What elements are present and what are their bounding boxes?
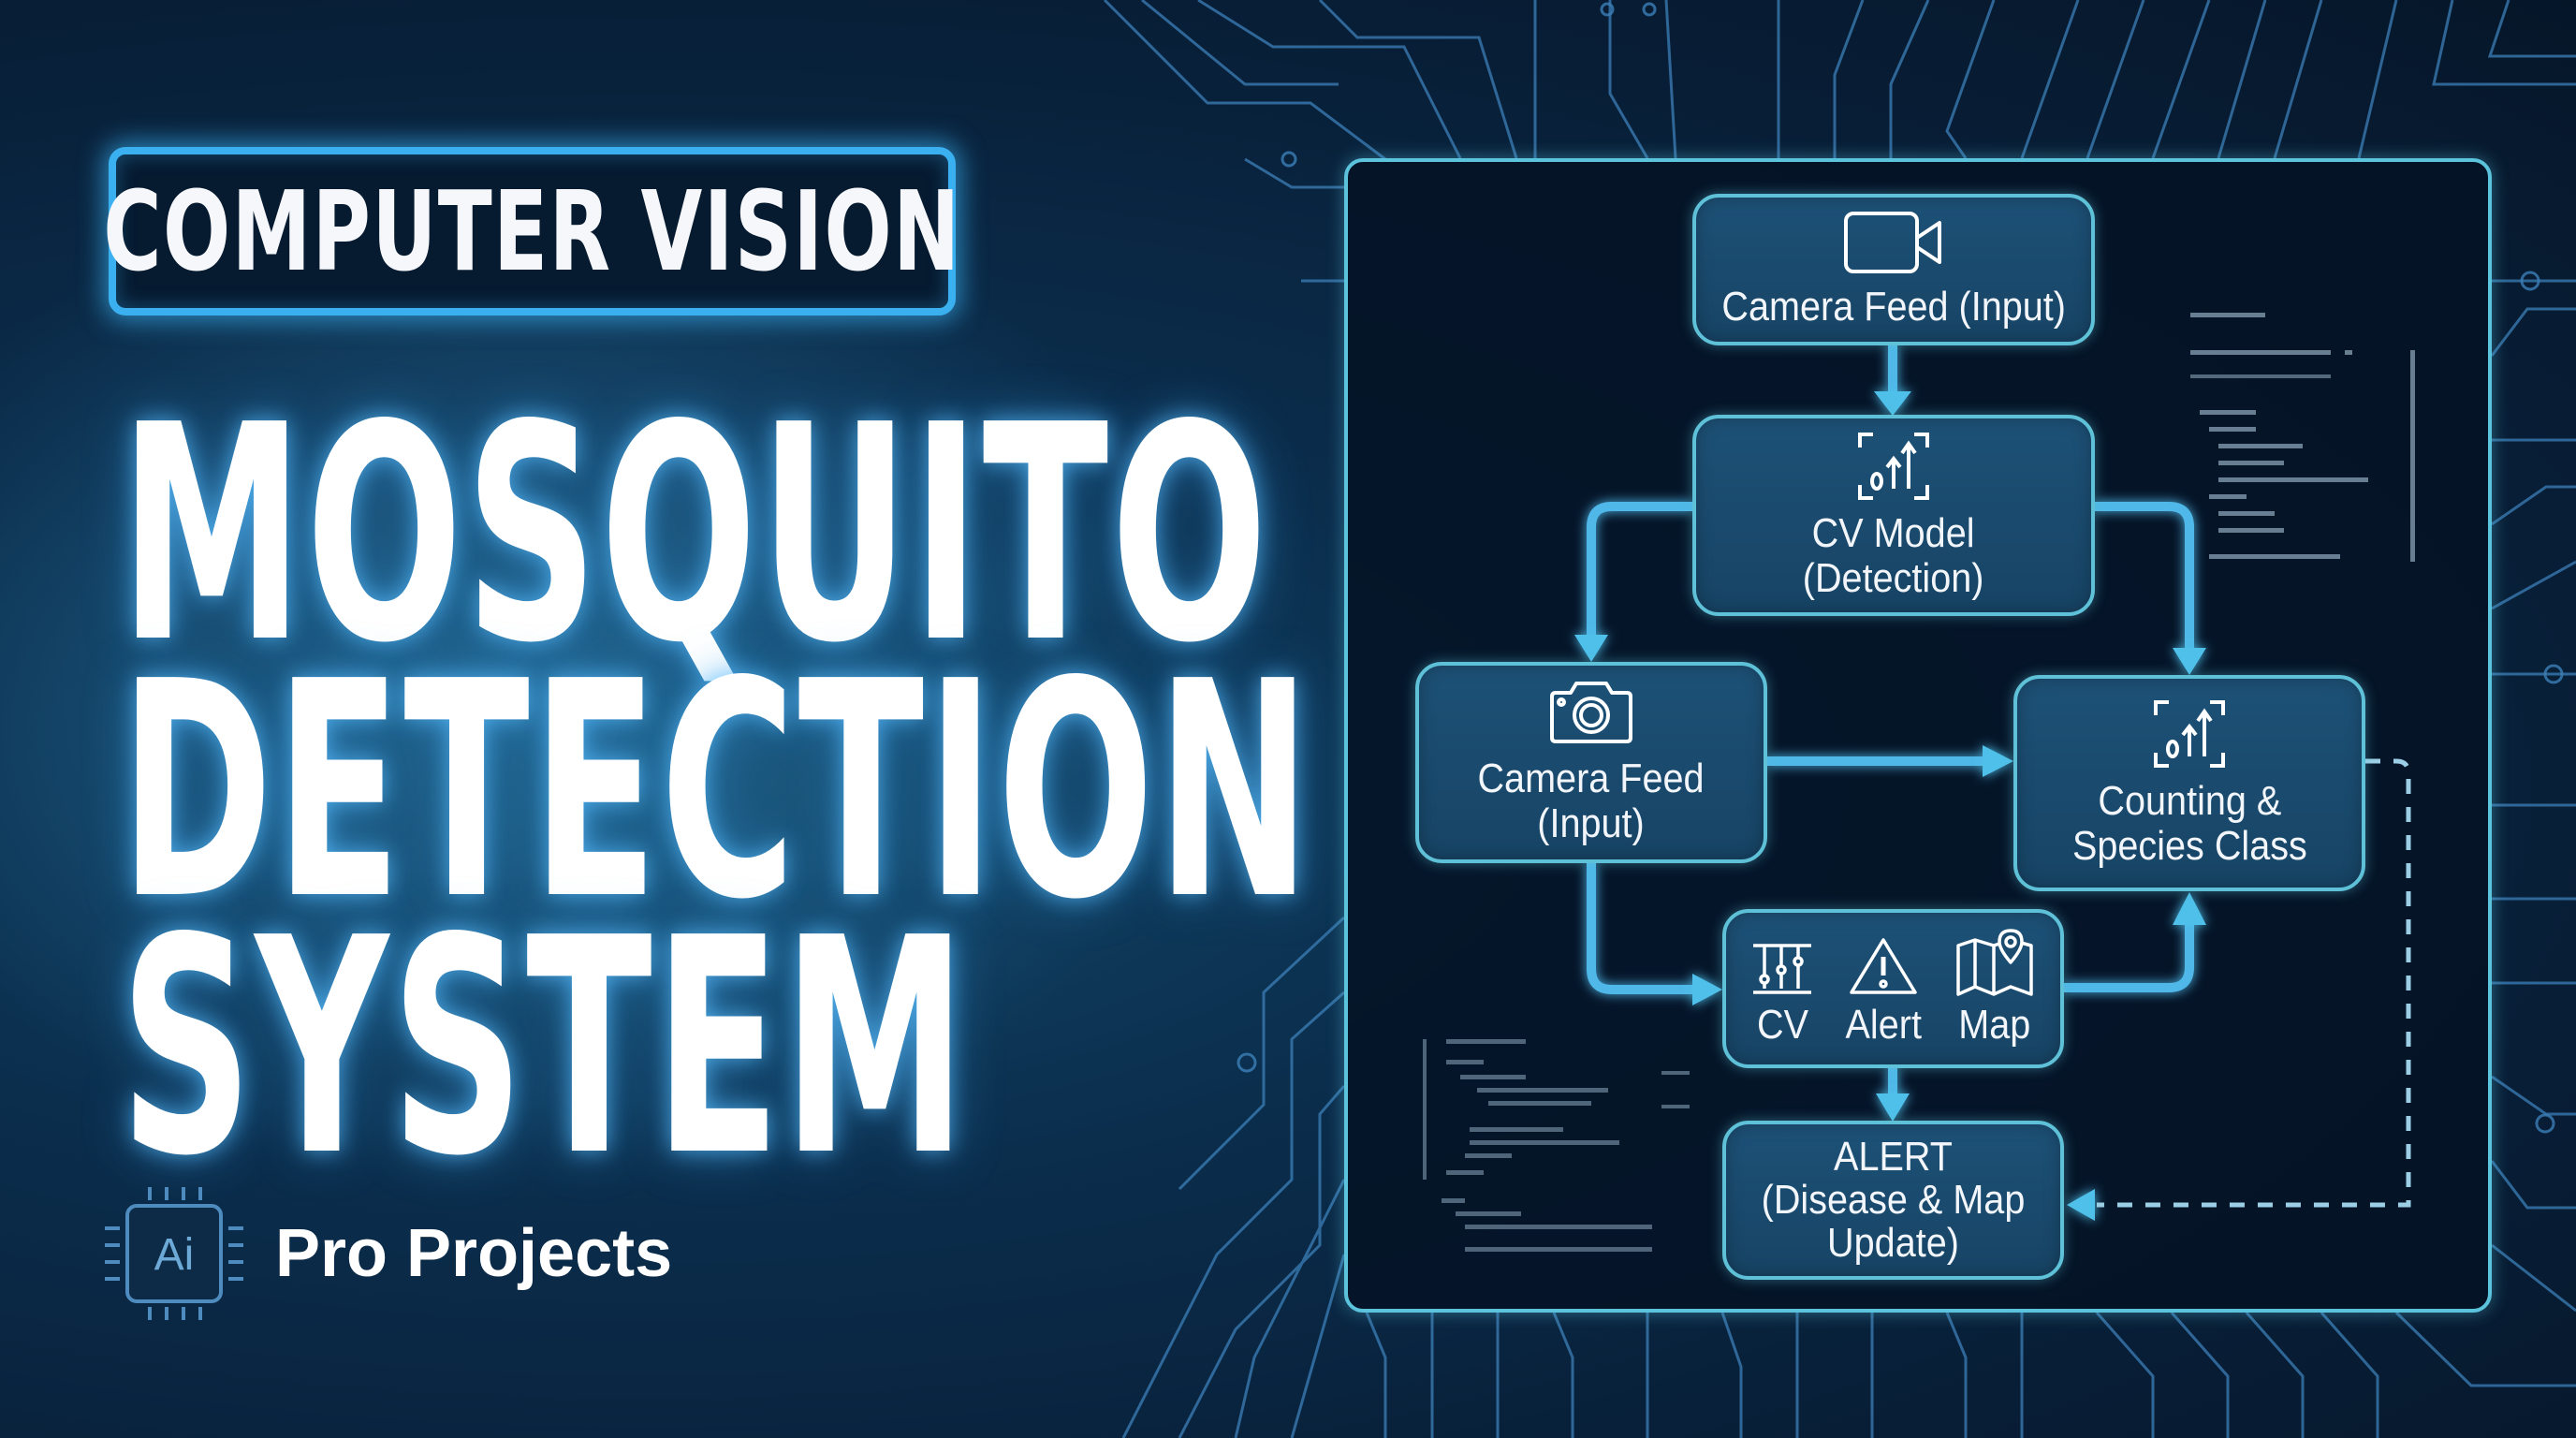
ai-chip-icon: Ai (101, 1183, 247, 1324)
sliders-icon (1753, 944, 1812, 994)
node-counting-species[interactable]: Counting & Species Class (2013, 675, 2365, 891)
arrowhead-icon (1983, 745, 2013, 777)
node-label: CV Model (Detection) (1803, 509, 1984, 601)
code-snippet-decoration-bottom (1423, 1039, 1690, 1252)
tool-map[interactable]: Map (1954, 929, 2035, 1049)
arrowhead-icon (1692, 974, 1722, 1005)
node-label: Camera Feed (Input) (1721, 284, 2066, 330)
node-cv-model[interactable]: CV Model (Detection) (1692, 415, 2095, 616)
node-camera-feed-left[interactable]: Camera Feed (Input) (1415, 662, 1767, 863)
arrowhead-icon (2067, 1189, 2095, 1221)
tool-label: Alert (1845, 1002, 1923, 1048)
arrowhead-icon (2173, 648, 2206, 675)
edge-camera-left-to-tools (1587, 863, 1694, 994)
code-snippet-decoration-top (2190, 313, 2415, 562)
node-tools[interactable]: CV Alert Map (1722, 909, 2064, 1068)
computer-vision-badge: COMPUTER VISION (103, 147, 959, 315)
edge-cv-to-camera-left (1587, 502, 1692, 637)
video-camera-icon (1844, 212, 1941, 273)
edge-counting-to-alert-dashed (2097, 758, 2411, 1208)
title-line-1: MOSQUITO (120, 361, 1270, 708)
photo-camera-icon (1550, 681, 1632, 743)
node-label: Counting & Species Class (2071, 777, 2307, 869)
title-line-2: DETECTION (120, 618, 1313, 964)
warning-triangle-icon (1850, 938, 1918, 994)
node-camera-feed-top[interactable]: Camera Feed (Input) (1692, 194, 2095, 345)
arrowhead-icon (2173, 892, 2206, 925)
tool-label: CV (1756, 1002, 1808, 1048)
detection-chart-icon (1858, 432, 1929, 500)
edge-tools-to-counting (2064, 922, 2194, 992)
arrowhead-icon (1876, 1093, 1910, 1122)
title-line-3: SYSTEM (120, 874, 970, 1221)
brand-lockup: Ai Pro Projects (101, 1183, 672, 1324)
edge-cv-to-counting (2094, 502, 2194, 650)
badge-text: COMPUTER VISION (103, 167, 961, 296)
tool-cv[interactable]: CV (1751, 942, 1813, 1049)
detection-chart-icon (2154, 699, 2225, 768)
tool-alert[interactable]: Alert (1841, 936, 1925, 1049)
arrowhead-icon (1574, 635, 1608, 662)
map-pin-icon (1955, 929, 2033, 996)
node-alert[interactable]: ALERT (Disease & Map Update) (1722, 1121, 2064, 1280)
tool-label: Map (1958, 1002, 2031, 1048)
node-label: ALERT (Disease & Map Update) (1761, 1134, 2026, 1266)
brand-name: Pro Projects (275, 1216, 673, 1291)
arrowhead-icon (1874, 391, 1911, 416)
node-label: Camera Feed (Input) (1477, 755, 1705, 846)
chip-label: Ai (154, 1230, 195, 1280)
